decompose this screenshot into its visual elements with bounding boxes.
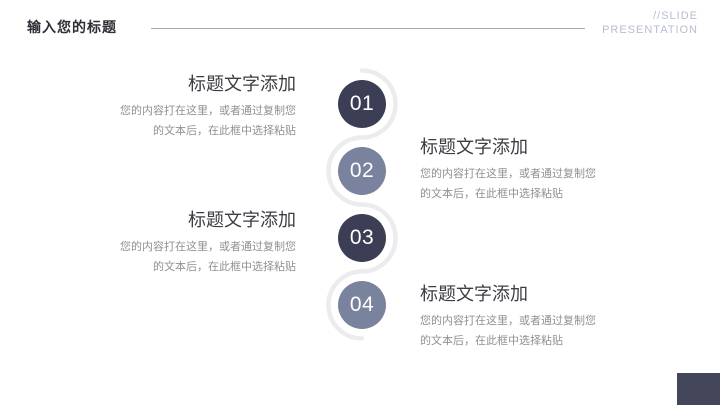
block-body-line2: 的文本后，在此框中选择粘贴 bbox=[420, 335, 563, 347]
brand-caption: //SLIDE PRESENTATION bbox=[602, 10, 698, 37]
block-body: 您的内容打在这里，或者通过复制您 的文本后，在此框中选择粘贴 bbox=[86, 237, 296, 277]
block-body-line2: 的文本后，在此框中选择粘贴 bbox=[153, 125, 296, 137]
step-circle-01: 01 bbox=[338, 80, 386, 128]
text-block-1: 标题文字添加 您的内容打在这里，或者通过复制您 的文本后，在此框中选择粘贴 bbox=[86, 74, 296, 141]
step-number-04: 04 bbox=[349, 293, 375, 316]
block-body-line2: 的文本后，在此框中选择粘贴 bbox=[420, 188, 563, 200]
step-circle-03: 03 bbox=[338, 214, 386, 262]
step-circle-02: 02 bbox=[338, 147, 386, 195]
brand-line2: PRESENTATION bbox=[602, 23, 698, 36]
block-title: 标题文字添加 bbox=[420, 284, 528, 304]
text-block-4: 标题文字添加 您的内容打在这里，或者通过复制您 的文本后，在此框中选择粘贴 bbox=[420, 284, 630, 351]
block-body-line1: 您的内容打在这里，或者通过复制您 bbox=[420, 168, 596, 180]
step-number-02: 02 bbox=[349, 159, 375, 182]
block-body-line1: 您的内容打在这里，或者通过复制您 bbox=[120, 105, 296, 117]
timeline-curve-path bbox=[326, 68, 398, 341]
block-body: 您的内容打在这里，或者通过复制您 的文本后，在此框中选择粘贴 bbox=[420, 164, 630, 204]
block-body-line1: 您的内容打在这里，或者通过复制您 bbox=[120, 241, 296, 253]
text-block-2: 标题文字添加 您的内容打在这里，或者通过复制您 的文本后，在此框中选择粘贴 bbox=[420, 137, 630, 204]
block-body-line2: 的文本后，在此框中选择粘贴 bbox=[153, 261, 296, 273]
step-number-01: 01 bbox=[349, 92, 375, 115]
block-body: 您的内容打在这里，或者通过复制您 的文本后，在此框中选择粘贴 bbox=[420, 311, 630, 351]
slide-title: 输入您的标题 bbox=[27, 19, 117, 35]
header-divider-line bbox=[151, 28, 585, 29]
block-body: 您的内容打在这里，或者通过复制您 的文本后，在此框中选择粘贴 bbox=[86, 101, 296, 141]
text-block-3: 标题文字添加 您的内容打在这里，或者通过复制您 的文本后，在此框中选择粘贴 bbox=[86, 210, 296, 277]
block-title: 标题文字添加 bbox=[420, 137, 528, 157]
corner-accent-rectangle bbox=[677, 373, 720, 405]
block-title: 标题文字添加 bbox=[188, 210, 296, 230]
brand-line1: //SLIDE bbox=[653, 10, 698, 22]
block-title: 标题文字添加 bbox=[188, 74, 296, 94]
step-number-03: 03 bbox=[349, 226, 375, 249]
step-circle-04: 04 bbox=[338, 281, 386, 329]
block-body-line1: 您的内容打在这里，或者通过复制您 bbox=[420, 315, 596, 327]
